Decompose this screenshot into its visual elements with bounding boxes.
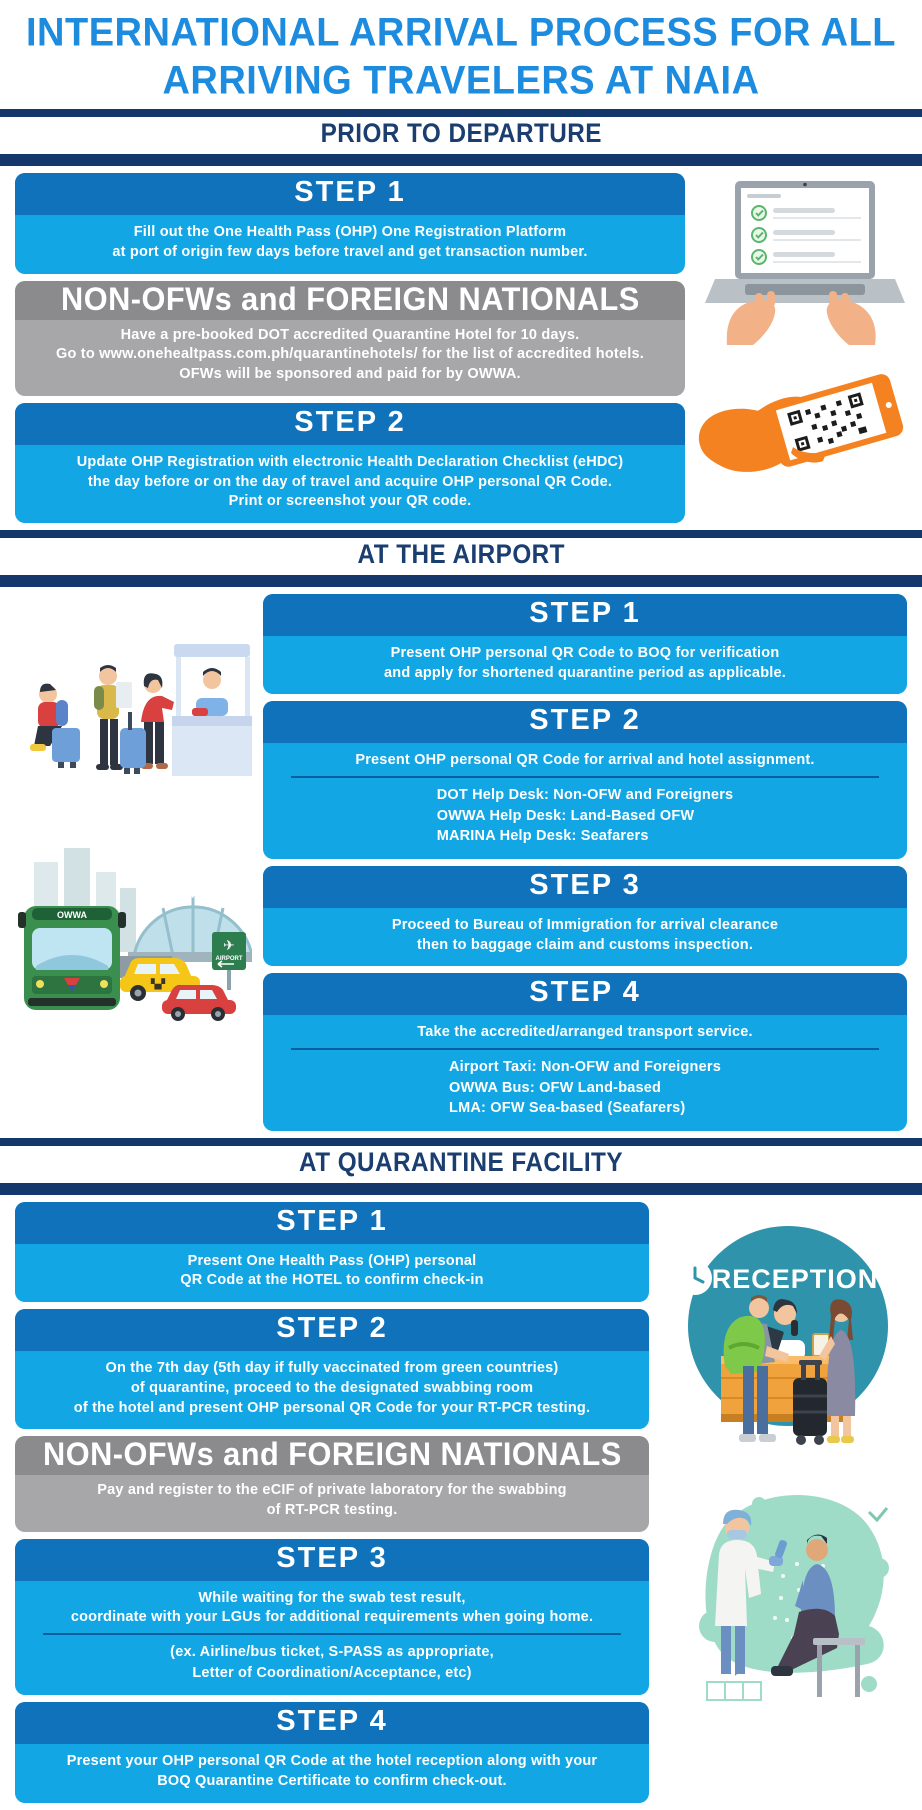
woman-traveler — [120, 673, 174, 774]
step-box: STEP 2 Present OHP personal QR Code for … — [263, 701, 907, 859]
step-body-text: Present One Health Pass (OHP) personal Q… — [180, 1252, 484, 1289]
plane-icon: ✈ — [223, 937, 235, 953]
step-body-text: Fill out the One Health Pass (OHP) One R… — [112, 224, 588, 260]
step-title: STEP 2 — [263, 701, 907, 744]
typing-hands — [726, 291, 876, 346]
non-ofw-banner: NON-OFWs and FOREIGN NATIONALS Have a pr… — [15, 280, 685, 396]
divider-rule — [0, 1182, 922, 1187]
prior-steps-column: STEP 1 Fill out the One Health Pass (OHP… — [15, 173, 685, 523]
checklist-row — [751, 249, 861, 266]
step-box: STEP 1 Fill out the One Health Pass (OHP… — [15, 173, 685, 274]
non-ofw-banner-title: NON-OFWs and FOREIGN NATIONALS — [60, 280, 640, 317]
step-title: STEP 4 — [263, 973, 907, 1016]
separator-line — [291, 776, 879, 779]
divider-rule — [0, 574, 922, 579]
step-title: STEP 1 — [15, 173, 685, 216]
divider-bar — [0, 109, 922, 118]
sitting-traveler — [30, 683, 80, 768]
non-ofw-banner-text: Have a pre-booked DOT accredited Quarant… — [56, 326, 644, 383]
airport-sign-label: AIRPORT — [216, 956, 243, 962]
quarantine-illustrations-column: RECEPTION — [659, 1202, 907, 1726]
step-box: STEP 4 Take the accredited/arranged tran… — [263, 973, 907, 1131]
checklist-row — [751, 227, 861, 244]
backpacker-guest — [723, 1294, 789, 1442]
section-divider-at-the-airport: AT THE AIRPORT — [0, 529, 922, 587]
step-box: STEP 4 Present your OHP personal QR Code… — [15, 1702, 649, 1803]
divider-bar — [0, 1137, 922, 1146]
checkin-desk-illustration — [30, 643, 252, 776]
step-box: STEP 3 While waiting for the swab test r… — [15, 1538, 649, 1696]
step-box: STEP 1 Present OHP personal QR Code to B… — [263, 593, 907, 695]
quarantine-steps-column: STEP 1 Present One Health Pass (OHP) per… — [15, 1201, 649, 1803]
reception-sign-label: RECEPTION — [712, 1264, 879, 1294]
step-box: STEP 3 Proceed to Bureau of Immigration … — [263, 865, 907, 967]
step-box: STEP 1 Present One Health Pass (OHP) per… — [15, 1201, 649, 1303]
step-title: STEP 3 — [15, 1538, 649, 1581]
step-body-text: While waiting for the swab test result, … — [70, 1589, 594, 1626]
non-ofw-banner-text: Pay and register to the eCIF of private … — [97, 1482, 567, 1519]
laptop-checklist-illustration — [705, 181, 905, 346]
airport-steps-column: STEP 1 Present OHP personal QR Code to B… — [263, 593, 907, 1131]
help-desk-list: DOT Help Desk: Non-OFW and Foreigners OW… — [436, 787, 734, 845]
step-title: STEP 4 — [15, 1702, 649, 1745]
svg-text:▚▞: ▚▞ — [150, 978, 166, 990]
airport-transport-illustration: AIRPORT ✈ AIRPORT OWWA — [18, 847, 252, 1021]
non-ofw-banner-title: NON-OFWs and FOREIGN NATIONALS — [42, 1436, 622, 1473]
section-prior-to-departure: STEP 1 Fill out the One Health Pass (OHP… — [0, 166, 922, 530]
bus-owwa-label: OWWA — [57, 910, 87, 920]
section-header-at-the-airport: AT THE AIRPORT — [357, 538, 565, 569]
separator-line — [43, 1633, 621, 1636]
phone — [766, 374, 904, 467]
step-box: STEP 2 On the 7th day (5th day if fully … — [15, 1309, 649, 1430]
clerk — [192, 667, 228, 716]
suitcase — [793, 1359, 827, 1445]
checkmark-accent — [867, 1506, 889, 1522]
section-header-prior-to-departure: PRIOR TO DEPARTURE — [320, 118, 602, 149]
step-body-text: Present OHP personal QR Code to BOQ for … — [384, 644, 786, 681]
airport-sign: ✈ AIRPORT — [212, 931, 246, 990]
qr-phone-illustration — [698, 374, 904, 473]
step-box: STEP 2 Update OHP Registration with elec… — [15, 402, 685, 523]
step-title: STEP 3 — [263, 865, 907, 908]
swab-test-illustration — [699, 1494, 889, 1701]
step-body-text: Update OHP Registration with electronic … — [76, 453, 624, 510]
section-at-quarantine-facility: STEP 1 Present One Health Pass (OHP) per… — [0, 1195, 922, 1810]
owwa-bus: OWWA — [18, 905, 126, 1010]
standing-traveler — [94, 664, 132, 770]
step-title: STEP 1 — [263, 593, 907, 636]
step-body-text: Proceed to Bureau of Immigration for arr… — [391, 916, 779, 953]
section-at-the-airport: AIRPORT ✈ AIRPORT OWWA — [0, 587, 922, 1138]
section-divider-prior-to-departure: PRIOR TO DEPARTURE — [0, 109, 922, 167]
step-body-text: Present your OHP personal QR Code at the… — [66, 1753, 598, 1790]
transport-list: Airport Taxi: Non-OFW and Foreigners OWW… — [449, 1058, 721, 1117]
red-car — [162, 984, 236, 1021]
prior-illustrations-column — [695, 173, 907, 475]
clock-icon — [678, 1260, 712, 1295]
divider-rule — [0, 154, 922, 159]
divider-bar — [0, 578, 922, 587]
hotel-reception-illustration: RECEPTION — [678, 1225, 888, 1445]
section-header-at-quarantine-facility: AT QUARANTINE FACILITY — [298, 1146, 623, 1177]
checklist-row — [751, 205, 861, 222]
airport-illustrations-column: AIRPORT ✈ AIRPORT OWWA — [15, 594, 253, 1022]
step-body-text: Take the accredited/arranged transport s… — [417, 1024, 753, 1041]
poster-title: INTERNATIONAL ARRIVAL PROCESS FOR ALL AR… — [26, 11, 896, 103]
checkered-platform — [706, 1680, 762, 1701]
qr-code — [787, 392, 868, 452]
step-title: STEP 2 — [15, 402, 685, 445]
step-body-text: On the 7th day (5th day if fully vaccina… — [73, 1360, 591, 1416]
separator-line — [291, 1047, 879, 1050]
divider-bar — [0, 158, 922, 167]
step-title: STEP 2 — [15, 1309, 649, 1352]
non-ofw-banner: NON-OFWs and FOREIGN NATIONALS Pay and r… — [15, 1436, 649, 1532]
step-body-text: Present OHP personal QR Code for arrival… — [355, 752, 815, 769]
divider-bar — [0, 1186, 922, 1195]
woman-guest — [819, 1299, 856, 1443]
step-title: STEP 1 — [15, 1201, 649, 1244]
section-divider-at-quarantine-facility: AT QUARANTINE FACILITY — [0, 1137, 922, 1195]
divider-bar — [0, 529, 922, 538]
lgu-examples-text: (ex. Airline/bus ticket, S-PASS as appro… — [170, 1644, 494, 1681]
